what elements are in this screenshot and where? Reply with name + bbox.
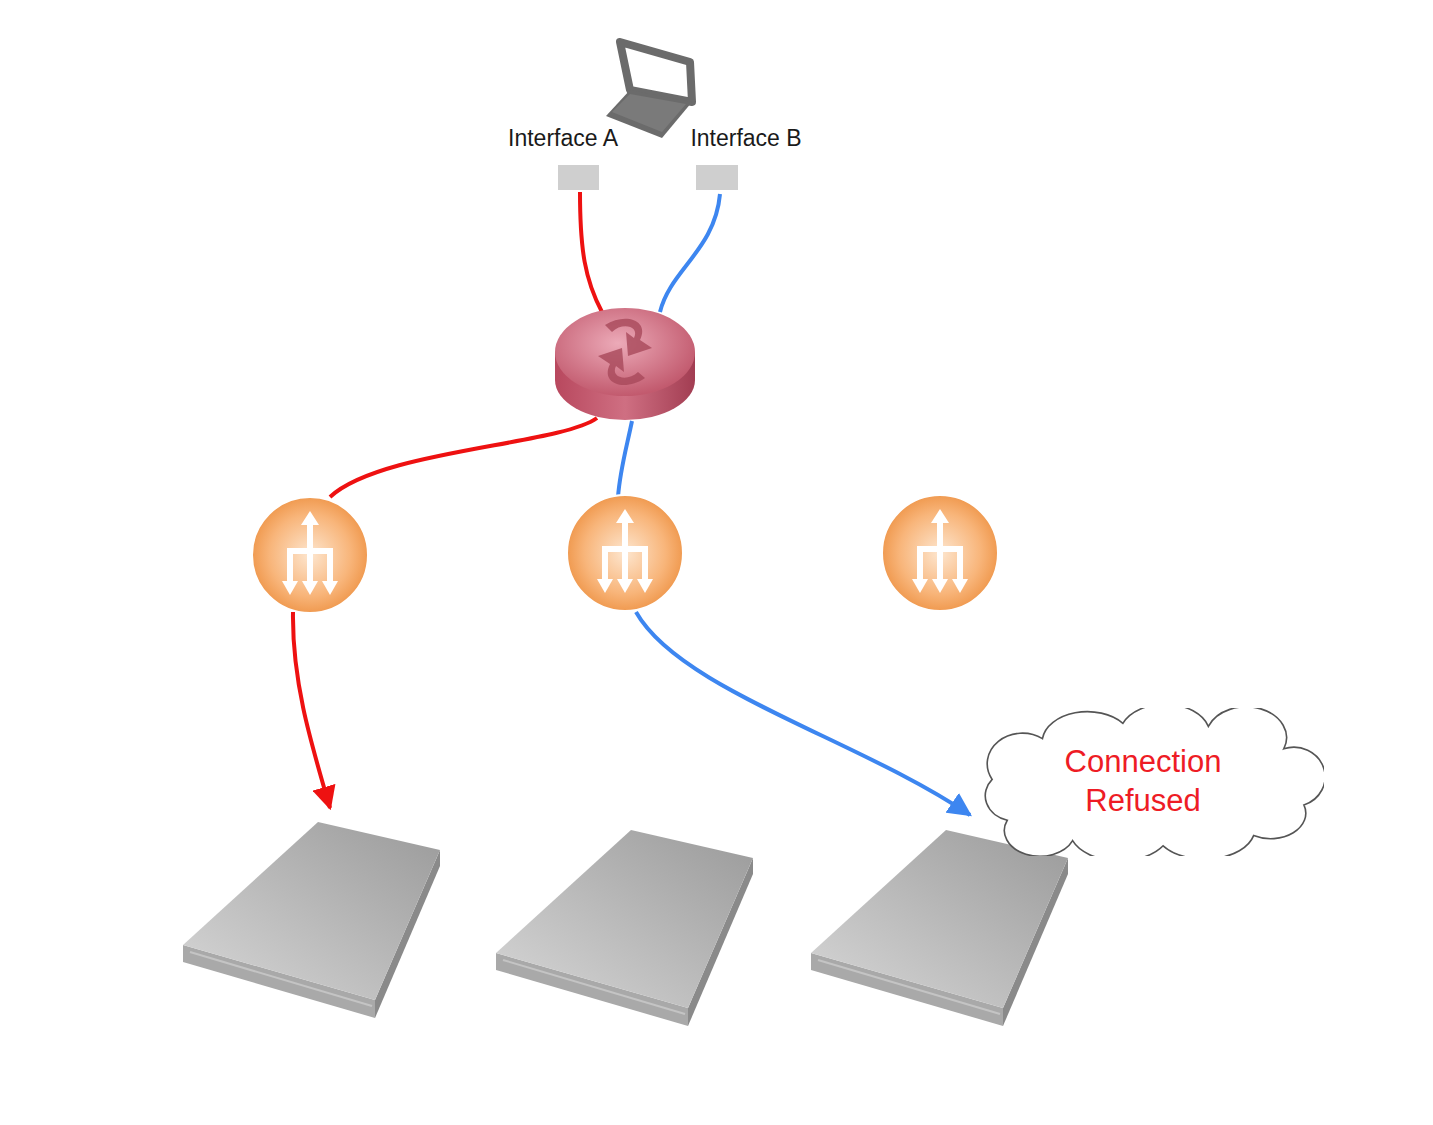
server-icon: [811, 830, 1068, 1026]
server-icon: [496, 830, 753, 1026]
port-a: [558, 165, 599, 190]
interface-label: Interface B: [690, 126, 801, 151]
load-balancer-icon: [252, 497, 368, 613]
label-text: Interface B: [690, 126, 801, 151]
cloud-shape: [962, 708, 1324, 856]
callout-cloud: Connection Refused: [962, 708, 1324, 856]
blue-wire: [660, 194, 720, 312]
label-text: Interface A: [508, 126, 618, 151]
router-icon: [555, 308, 695, 420]
red-wire: [330, 418, 597, 497]
laptop-icon: [606, 42, 692, 138]
server-icon: [183, 822, 440, 1018]
red-arrow: [293, 612, 330, 808]
interface-label: Interface A: [508, 126, 618, 151]
red-wire: [580, 192, 602, 312]
load-balancer-icon: [882, 495, 998, 611]
label-text: Connection Refused: [1028, 743, 1258, 821]
port-b: [696, 165, 738, 190]
blue-wire: [618, 421, 632, 497]
load-balancer-icon: [567, 495, 683, 611]
blue-arrow: [636, 612, 970, 815]
